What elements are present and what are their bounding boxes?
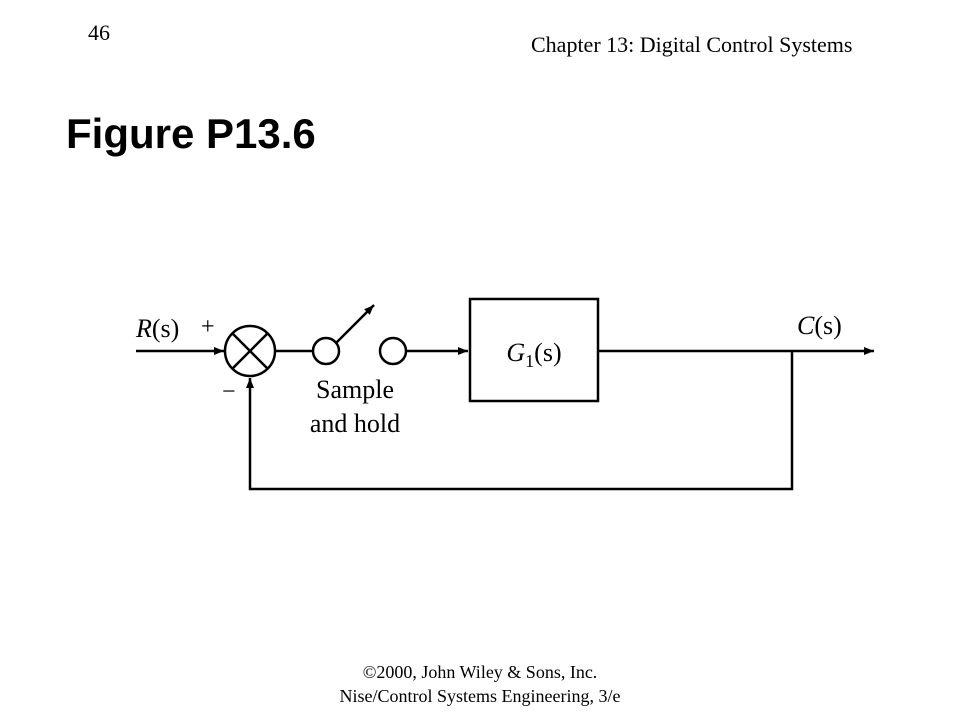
chapter-title: Chapter 13: Digital Control Systems xyxy=(531,32,853,57)
sampler-label-line1: Sample xyxy=(316,375,394,404)
plus-sign: + xyxy=(201,314,215,340)
sample-and-hold-switch xyxy=(311,304,408,366)
book-reference-footer: Nise/Control Systems Engineering, 3/e xyxy=(339,686,621,706)
figure-title: Figure P13.6 xyxy=(66,110,316,157)
minus-sign: − xyxy=(222,379,236,405)
output-signal-label: C(s) xyxy=(797,311,842,340)
plant-transfer-function: G1(s) xyxy=(506,338,561,371)
page-number: 46 xyxy=(88,20,110,45)
plant-block xyxy=(468,297,600,403)
summing-junction xyxy=(223,324,277,378)
sampler-label-line2: and hold xyxy=(310,409,400,438)
input-signal-label: R(s) xyxy=(135,314,179,343)
feedback-path xyxy=(246,351,794,491)
copyright-footer: ©2000, John Wiley & Sons, Inc. xyxy=(362,662,598,682)
